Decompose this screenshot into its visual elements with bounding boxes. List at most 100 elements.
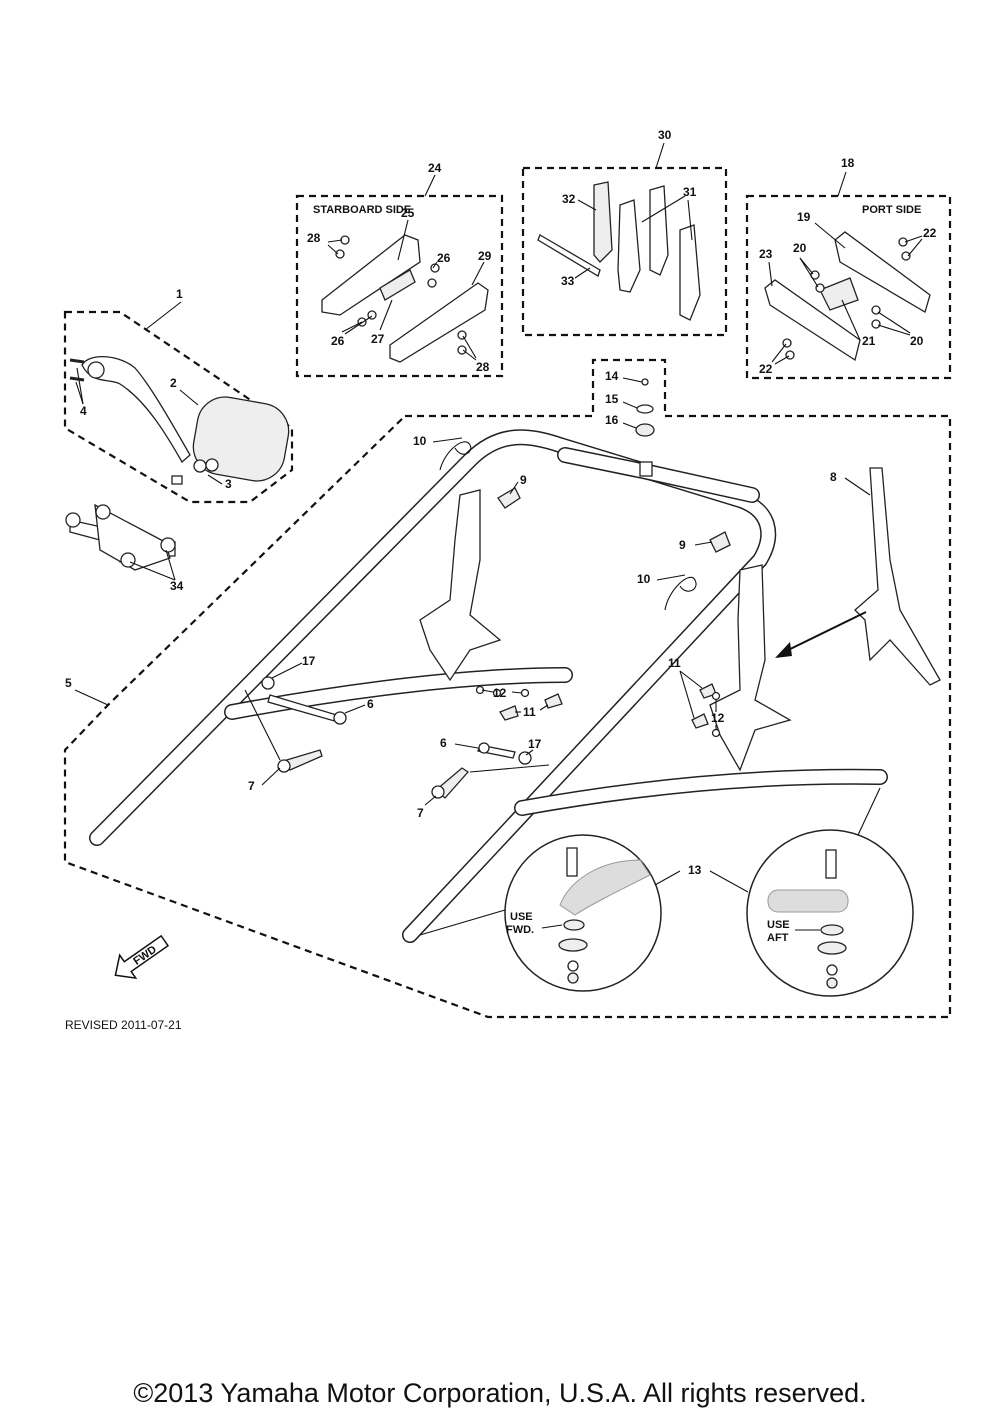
copyright-notice: ©2013 Yamaha Motor Corporation, U.S.A. A… [133,1378,867,1408]
callout-5: 5 [65,676,72,690]
detail-plate-fwd [558,938,588,952]
starboard-screws [335,235,467,355]
callout-15: 15 [605,392,619,406]
mirror-ball-joint [193,459,207,473]
callout-7-mid: 7 [417,806,424,820]
mirror-arm-hole [87,361,105,379]
callout-6-left: 6 [367,697,374,711]
detail-plate-aft [817,941,847,955]
pad-31a [617,199,641,293]
callout-26-upper: 26 [437,251,451,265]
callout-25: 25 [401,206,415,220]
callout-19: 19 [797,210,811,224]
right-fin [709,564,792,772]
strap-33 [537,234,601,277]
detail-wedge-aft [820,924,844,936]
pad-32 [593,181,613,263]
port-side-label: PORT SIDE [862,204,921,216]
left-fin [419,489,502,682]
use-fwd-line1: USE [510,911,533,923]
knob-11-right-b [691,713,709,729]
mirror-kit-group: 1 4 2 3 [63,287,294,504]
washer-17-left [261,676,275,690]
callout-17-mid: 17 [528,737,542,751]
tower-frame [89,429,888,943]
callout-9-right: 9 [679,538,686,552]
knob-9-right [709,531,731,553]
washer-17-mid [518,751,532,765]
callout-12-left: 12 [493,686,507,700]
callout-13: 13 [688,863,702,877]
tower-box [63,358,952,1019]
pad-31c [679,224,701,321]
fin-insert-8 [854,467,941,686]
callout-4: 4 [80,404,87,418]
mirror-head [192,396,290,482]
port-side-group: PORT SIDE 18 19 22 20 23 21 20 22 [745,156,952,380]
fwd-arrow: FWD [114,934,170,980]
starboard-side-box [295,194,504,378]
callout-28-upper: 28 [307,231,321,245]
callout-28-lower: 28 [476,360,490,374]
callout-32: 32 [562,192,576,206]
revision-note: REVISED 2011-07-21 [65,1018,182,1032]
callout-33: 33 [561,274,575,288]
detail-circle-aft [746,829,914,997]
callout-8: 8 [830,470,837,484]
use-aft-line1: USE [767,919,790,931]
starboard-bracket-plate [321,234,421,316]
callout-9-left: 9 [520,473,527,487]
callout-10-right: 10 [637,572,651,586]
callout-11-left: 11 [523,705,536,719]
callout-2: 2 [170,376,177,390]
callout-29: 29 [478,249,492,263]
pad-kit-box [521,166,728,337]
callout-20-upper: 20 [793,241,807,255]
port-bracket-plate [834,231,931,313]
callout-24: 24 [428,161,442,175]
starboard-spacer-block [379,269,416,301]
callout-22-lower: 22 [759,362,773,376]
callout-31: 31 [683,185,697,199]
fin-arrow-head [775,642,792,658]
top-mount-stack [635,378,655,477]
detail-bolt-fwd [566,847,578,877]
callout-14: 14 [605,369,619,383]
callout-3: 3 [225,477,232,491]
callout-21: 21 [862,334,876,348]
callout-7-left: 7 [248,779,255,793]
use-aft-line2: AFT [767,932,789,944]
callout-26-lower: 26 [331,334,345,348]
callout-10-left: 10 [413,434,427,448]
detail-bolt-aft [825,849,837,879]
mirror-clamp [171,475,183,485]
port-outer-plate [764,279,861,362]
callout-30: 30 [658,128,672,142]
callout-12-right: 12 [711,711,725,725]
callout-11-right: 11 [668,656,681,670]
knob-9-left [497,487,521,509]
starboard-outer-plate [389,282,489,363]
callout-23: 23 [759,247,773,261]
callout-20-lower: 20 [910,334,924,348]
use-fwd-line2: FWD. [506,924,534,936]
wire-10-left [439,441,472,471]
callout-16: 16 [605,413,619,427]
knob-11-left-a [499,705,519,721]
starboard-side-label: STARBOARD SIDE [313,204,411,216]
port-spacer-block [819,277,859,311]
callout-18: 18 [841,156,855,170]
callout-34: 34 [170,579,184,593]
mirror-kit-box [63,310,294,504]
wire-10-right [664,577,697,611]
callout-17-left: 17 [302,654,316,668]
mount-arms-34: 34 [65,503,184,593]
starboard-side-group: STARBOARD SIDE 24 25 26 28 26 27 29 28 [295,161,504,378]
callout-1: 1 [176,287,183,301]
tower-assembly: 5 14 15 16 [63,358,952,1019]
port-side-box [745,194,952,380]
mirror-screws [69,358,85,382]
callout-27: 27 [371,332,385,346]
detail-wedge-fwd [563,919,585,931]
